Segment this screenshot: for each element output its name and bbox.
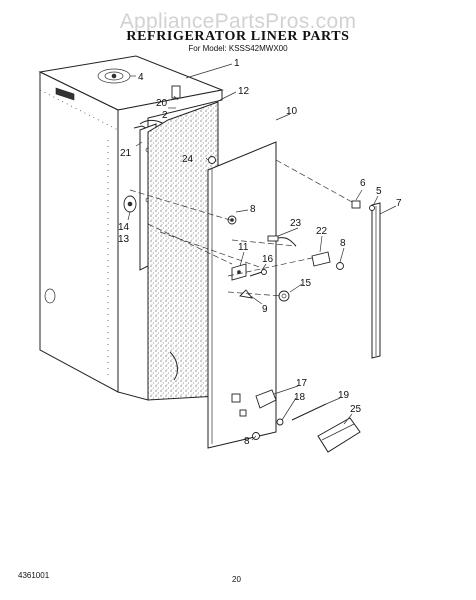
document-number: 4361001 (18, 571, 50, 580)
callout-9: 9 (262, 304, 268, 315)
callout-5: 5 (376, 186, 382, 197)
callout-6: 6 (360, 178, 366, 189)
callout-8-switch: 8 (340, 238, 346, 249)
callout-16: 16 (262, 254, 274, 265)
callout-14: 14 (118, 222, 130, 233)
callout-24: 24 (182, 154, 194, 165)
light-socket (123, 195, 137, 213)
callout-4: 4 (138, 72, 144, 83)
callout-11: 11 (238, 242, 249, 253)
watermark: AppliancePartsPros.com (120, 10, 357, 33)
callout-18: 18 (294, 392, 306, 403)
callout-20: 20 (156, 98, 168, 109)
callout-15: 15 (300, 278, 312, 289)
callout-13: 13 (118, 234, 130, 245)
callout-1: 1 (234, 58, 240, 69)
callout-25: 25 (350, 404, 362, 415)
callout-22: 22 (316, 226, 328, 237)
leader-lines (127, 63, 397, 441)
callout-17: 17 (296, 378, 308, 389)
callout-10: 10 (286, 106, 298, 117)
callout-7: 7 (396, 198, 402, 209)
callout-numbers: 1 4 12 20 2 10 21 24 6 5 7 8 14 13 23 22… (118, 58, 402, 447)
callout-8-upper: 8 (250, 204, 256, 215)
callout-12: 12 (238, 86, 250, 97)
callout-19: 19 (338, 390, 350, 401)
callout-2: 2 (162, 110, 168, 121)
callout-8-lower: 8 (244, 436, 250, 447)
model-number: For Model: KSSS42MWX00 (188, 44, 288, 53)
gasket-strip (371, 202, 381, 359)
insulation-panel (147, 101, 219, 401)
page-title: REFRIGERATOR LINER PARTS (126, 29, 349, 44)
lower-trim (317, 417, 361, 453)
callout-21: 21 (120, 148, 132, 159)
small-parts (208, 156, 375, 440)
callout-23: 23 (290, 218, 302, 229)
page-number: 20 (232, 575, 241, 584)
assembly-lines (129, 159, 353, 297)
